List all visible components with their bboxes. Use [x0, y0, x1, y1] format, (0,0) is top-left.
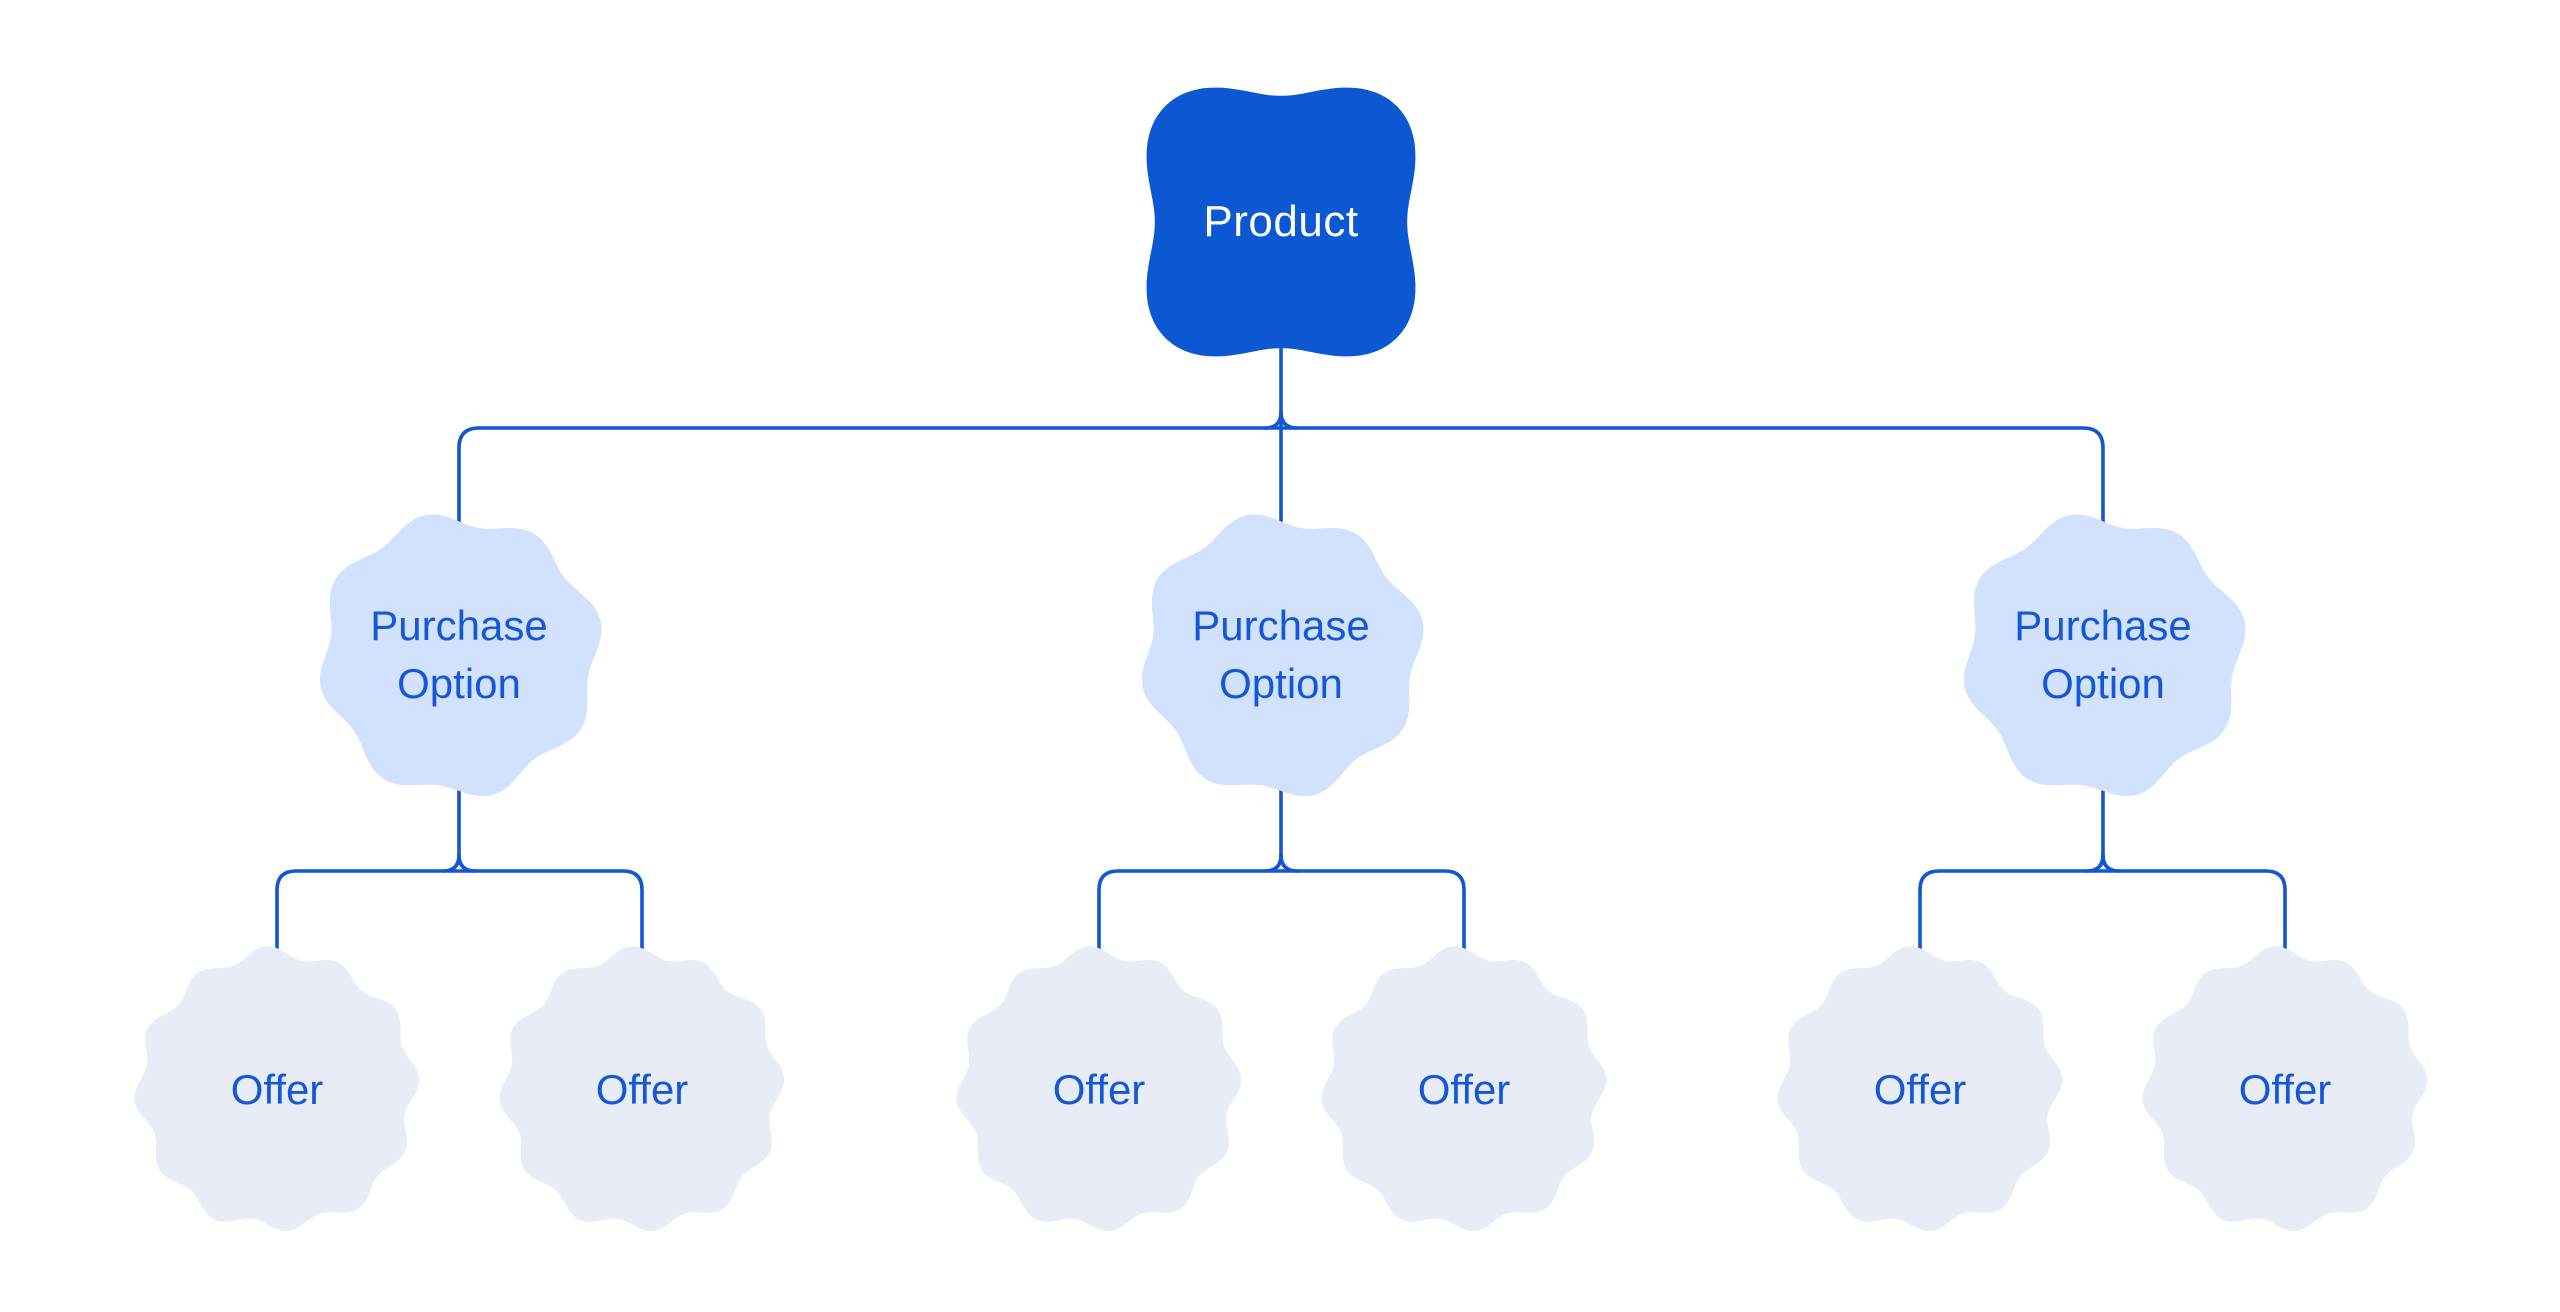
- purchase-option-node-shape-1: [319, 514, 602, 797]
- connector-junction-fillet: [1279, 410, 1299, 430]
- connector-offer-bracket: [1918, 869, 2287, 957]
- connector-junction-fillet: [1263, 853, 1283, 873]
- purchase-option-node-shape-3: [1963, 514, 2246, 797]
- connector-junction-fillet: [441, 853, 461, 873]
- offer-node-shape-2: [499, 946, 785, 1231]
- purchase-option-node-shape-2: [1141, 514, 1424, 797]
- connector-offer-bracket: [1097, 869, 1466, 957]
- offer-node-shape-6: [2142, 946, 2428, 1231]
- connector-junction-fillet: [457, 853, 477, 873]
- offer-node-shape-3: [956, 946, 1242, 1231]
- connector-junction-fillet: [1279, 853, 1299, 873]
- connector-junction-fillet: [2085, 853, 2105, 873]
- connector-junction-fillet: [1263, 410, 1283, 430]
- product-node-shape: [1146, 87, 1416, 357]
- connector-junction-fillet: [2101, 853, 2121, 873]
- offer-node-shape-5: [1777, 946, 2063, 1231]
- connector-offer-bracket: [275, 869, 644, 957]
- offer-node-shape-1: [134, 946, 420, 1231]
- offer-node-shape-4: [1321, 946, 1607, 1231]
